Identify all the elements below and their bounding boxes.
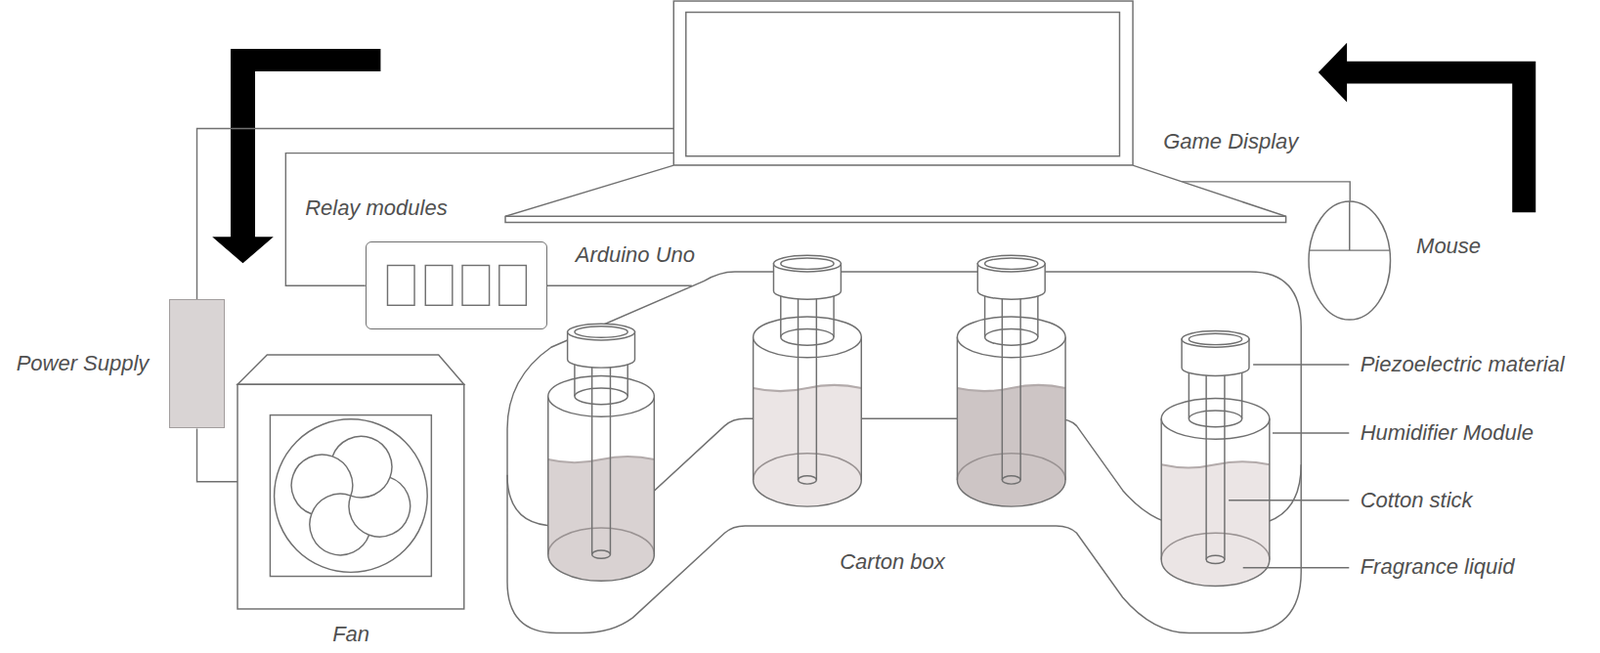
humidifier-collar — [984, 328, 1038, 346]
laptop-base-edge — [505, 216, 1287, 217]
part-label: Humidifier Module — [1360, 420, 1534, 446]
cotton-stick-end — [1001, 475, 1021, 483]
mouse-drawing — [1308, 201, 1391, 320]
mouse-outline — [1308, 201, 1391, 320]
liquid-surface — [548, 456, 655, 463]
mouse-body — [1308, 201, 1391, 320]
humidifier-collar — [1188, 410, 1242, 428]
bottle-mouth — [956, 316, 1066, 358]
node-label: Game Display — [1163, 129, 1298, 155]
node-label: Fan — [332, 621, 370, 648]
piezo-ring — [574, 326, 628, 338]
bottle-fill — [752, 337, 862, 507]
piezo-cap-top — [566, 323, 635, 341]
bottle-wall — [956, 337, 1066, 507]
wire-label: Arduino Uno — [573, 242, 697, 268]
fan: Fan — [237, 354, 465, 609]
relay-channel — [425, 265, 453, 306]
piezo-ring — [984, 258, 1038, 269]
cotton-stick-end — [1206, 555, 1225, 563]
bottle-wall — [548, 395, 655, 581]
piezo-cap-top — [1181, 330, 1250, 347]
screen-panel — [686, 12, 1121, 157]
fan-blade — [348, 477, 411, 538]
power-supply: Power Supply — [169, 299, 224, 430]
wire — [196, 428, 238, 481]
laptop-display: Game Display — [505, 0, 1287, 225]
cotton-stick-end — [797, 475, 817, 483]
node-label: Carton box — [839, 549, 946, 575]
liquid-surface — [752, 385, 862, 391]
part-label: Fragrance liquid — [1360, 554, 1515, 580]
piezo-cap-top — [977, 255, 1045, 272]
laptop-display-outline — [505, 0, 1287, 225]
fan-grille — [270, 415, 433, 577]
fan-top — [237, 354, 465, 385]
carton-box: Carton box — [507, 271, 1301, 634]
laptop-base — [505, 165, 1287, 222]
mouse-buttons — [1309, 201, 1390, 251]
piezo-ring — [1188, 333, 1242, 345]
bottle-wall — [752, 337, 862, 507]
relay-channel — [387, 265, 415, 306]
relay-channel — [499, 265, 527, 306]
carton-box-drawing — [507, 255, 1349, 633]
bottle-fill — [1161, 418, 1270, 586]
fan-blade — [332, 436, 392, 499]
fragrance-liquid — [752, 385, 862, 507]
bottle-fill — [956, 337, 1066, 507]
bottle-mouth — [1161, 397, 1270, 439]
relay-channel — [462, 265, 490, 306]
cotton-stick-end — [592, 550, 611, 559]
liquid-surface — [1161, 461, 1270, 468]
node-label: Mouse — [1416, 233, 1481, 260]
relay-module: Relay modules — [365, 241, 548, 330]
fan-blade — [291, 454, 353, 515]
fan-housing — [237, 385, 465, 610]
relay-module-drawing — [387, 265, 526, 306]
flow-arrow — [212, 48, 381, 263]
node-label: Relay modules — [304, 195, 448, 221]
fan-ring — [274, 419, 429, 573]
fan-drawing — [237, 354, 465, 609]
carton-box-outline — [507, 271, 1301, 634]
node-label: Power Supply — [16, 350, 150, 377]
fragrance-liquid — [956, 385, 1066, 507]
mouse: Mouse — [1308, 201, 1391, 320]
liquid-surface — [956, 385, 1066, 391]
cotton-stick — [592, 335, 611, 554]
bottle-wall — [1161, 418, 1270, 586]
laptop-screen — [673, 0, 1133, 166]
part-label: Cotton stick — [1360, 487, 1473, 514]
bottle-mouth — [752, 316, 862, 358]
piezo-cap-top — [773, 255, 841, 272]
fragrance-liquid — [548, 456, 655, 581]
piezo-ring — [780, 258, 834, 269]
humidifier-collar — [574, 388, 628, 405]
flow-arrow — [1318, 43, 1536, 213]
relay-module-outline — [366, 242, 547, 329]
part-label: Piezoelectric material — [1360, 351, 1565, 378]
bottle-mouth — [548, 375, 655, 417]
bottle-fill — [548, 395, 655, 581]
fan-blade — [309, 493, 370, 556]
humidifier-collar — [780, 328, 834, 346]
fan-outline — [237, 354, 465, 609]
laptop-display-drawing — [505, 0, 1287, 223]
leader-line — [1228, 364, 1349, 568]
wire — [547, 285, 692, 287]
